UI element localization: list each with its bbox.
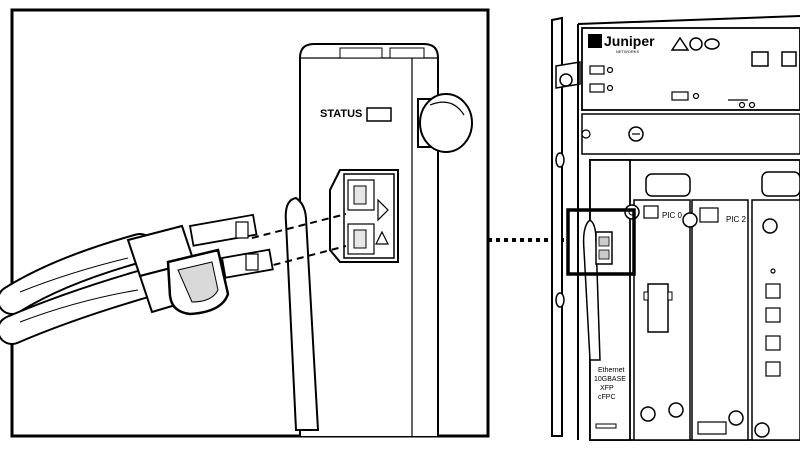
alarm-triangle-icon — [670, 36, 690, 51]
fpc-card: Ethernet 10GBASE XFP cFPC PIC 0 PIC 2 — [582, 159, 800, 441]
status-led — [366, 107, 392, 122]
card-label-line-4: cFPC — [598, 394, 616, 401]
craft-buttons — [589, 65, 756, 109]
duplex-lc-connector — [126, 213, 274, 316]
brand-logo-icon — [588, 34, 602, 48]
pic2-module — [691, 199, 749, 441]
alarm-oval-icon — [704, 38, 720, 50]
alarm-circle-icon — [689, 37, 703, 51]
craft-port-icon-2 — [781, 51, 797, 67]
sfp-port-stack — [765, 268, 781, 377]
thumbscrew-knob — [417, 93, 473, 153]
card-label-line-3: XFP — [600, 385, 614, 392]
optical-port — [329, 169, 399, 263]
pic2-label: PIC 2 — [726, 215, 747, 224]
brand-name: Juniper — [604, 33, 655, 49]
status-label: STATUS — [320, 108, 362, 120]
brand-sub: NETWORKS — [616, 49, 639, 54]
craft-port-icon — [751, 51, 769, 67]
port-highlight-box — [566, 208, 636, 276]
card-label-line-1: Ethernet — [598, 367, 625, 374]
card-label-line-2: 10GBASE — [594, 376, 626, 383]
ejector-handle — [284, 196, 320, 431]
pic0-connector-icon — [647, 283, 669, 333]
fiber-cables — [0, 233, 165, 345]
pic0-label: PIC 0 — [662, 211, 683, 220]
alignment-guides — [251, 213, 347, 269]
router-chassis: Juniper NETWORKS — [551, 15, 800, 441]
detail-panel: STATUS — [0, 8, 490, 438]
detail-frame — [10, 8, 490, 438]
